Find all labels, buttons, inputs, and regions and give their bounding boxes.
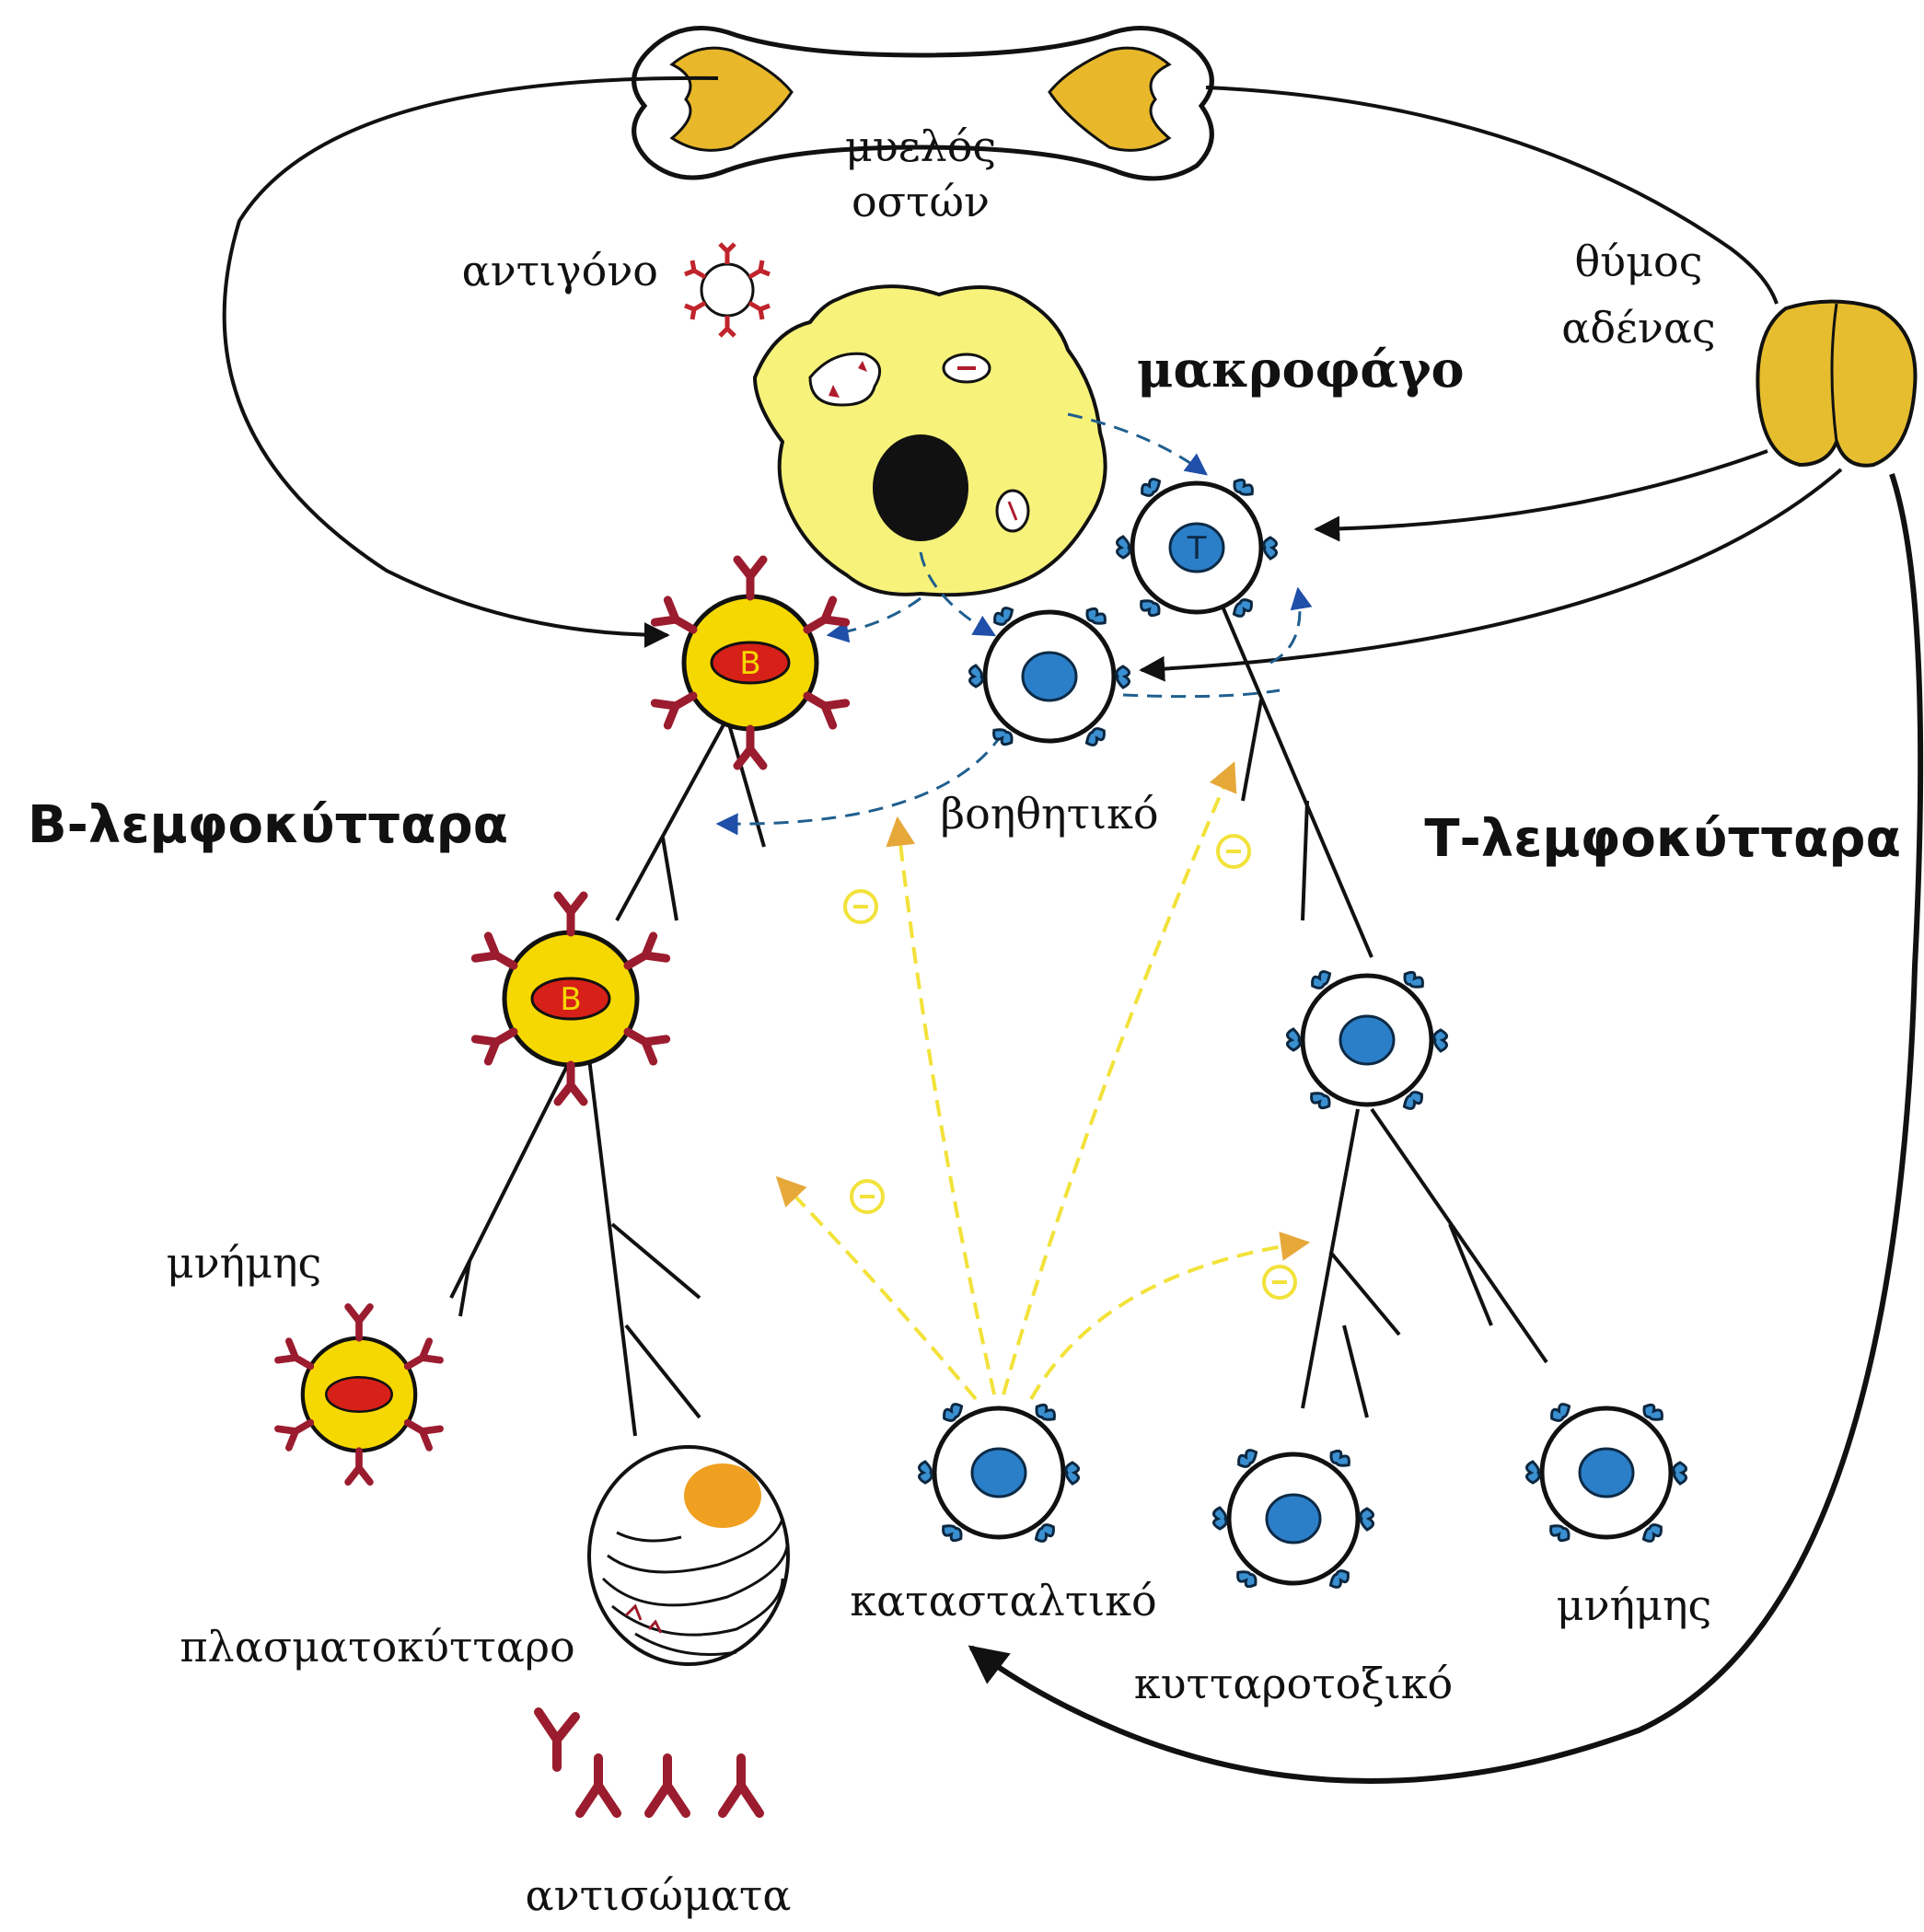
plasma-cell — [589, 1447, 788, 1664]
bone-marrow-label: μυελός — [845, 121, 996, 171]
plasma-cell-label: πλασματοκύτταρο — [180, 1622, 574, 1672]
antibodies-icon — [539, 1712, 759, 1813]
b-cell-letter: B — [739, 645, 760, 682]
t-memory-cell — [1526, 1401, 1686, 1544]
suppression-minus-icons — [845, 836, 1295, 1298]
antigen-label: αντιγόνο — [462, 246, 658, 295]
cytotoxic-label: κυτταροτοξικό — [1134, 1659, 1453, 1708]
thymus-label-2: αδένας — [1561, 303, 1715, 353]
t-memory-label: μνήμης — [1557, 1580, 1712, 1630]
helper-label: βοηθητικό — [940, 789, 1158, 839]
thymus-icon — [1757, 302, 1915, 466]
b-cell-main: B — [655, 560, 845, 766]
t-cell-main: T — [1117, 476, 1276, 619]
macrophage-cell — [755, 286, 1106, 595]
macrophage-label: μακροφάγο — [1137, 340, 1465, 399]
t-helper-cell — [969, 605, 1129, 747]
b-cell-dividing: B — [475, 896, 666, 1102]
antigen-icon — [685, 244, 770, 336]
b-cell-letter: B — [560, 981, 581, 1018]
b-memory-cell — [278, 1307, 440, 1482]
t-cytotoxic-cell — [1213, 1447, 1373, 1590]
thymus-label: θύμος — [1574, 237, 1702, 286]
b-lymphocytes-label: Β-λεμφοκύτταρα — [28, 795, 508, 855]
thymus-to-t-arrow — [1316, 451, 1768, 529]
bone-marrow-label-2: οστών — [852, 177, 990, 226]
b-memory-label: μνήμης — [167, 1238, 322, 1288]
t-cell-letter: T — [1187, 530, 1207, 567]
antibodies-label: αντισώματα — [526, 1870, 792, 1920]
t-cell-dividing — [1287, 968, 1446, 1111]
t-lymphocytes-label: Τ-λεμφοκύτταρα — [1424, 809, 1901, 869]
suppressor-label: κατασταλτικό — [850, 1576, 1156, 1625]
marrow-to-b-arrow — [225, 78, 718, 635]
t-suppressor-cell — [919, 1401, 1078, 1544]
